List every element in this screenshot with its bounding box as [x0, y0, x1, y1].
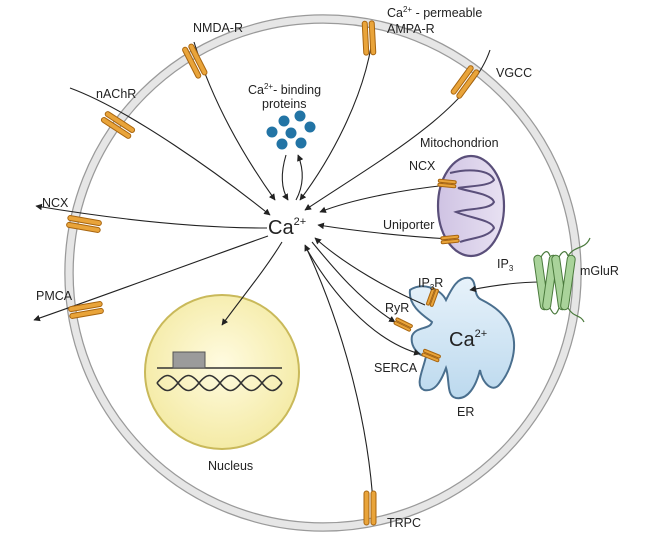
er-calcium-label: Ca2+: [449, 328, 487, 351]
er-label: ER: [457, 405, 474, 419]
arrow-mito-uniporter: [317, 222, 451, 240]
arrow-mito-ncx: [319, 184, 449, 213]
mito-ncx-label: NCX: [409, 159, 436, 173]
nmda-label: NMDA-R: [193, 21, 243, 35]
flux-arrows: [33, 21, 543, 521]
pmca-channel: [68, 301, 104, 319]
protein-dot: [266, 126, 278, 138]
uniporter-channel: [440, 234, 460, 245]
mitochondrion-label: Mitochondrion: [420, 136, 499, 150]
uniporter-label: Uniporter: [383, 218, 434, 232]
gene-promoter-box: [172, 351, 206, 369]
mito-ncx-channel: [437, 178, 457, 189]
ryr-label: RyR: [385, 301, 409, 315]
arrow-pmca-out: [33, 235, 269, 322]
dna-helix-b: [156, 374, 283, 392]
arrow-ampa-in: [299, 21, 375, 201]
mglur-label: mGluR: [580, 264, 619, 278]
nachr-channel: [100, 111, 136, 139]
arrow-nmda-in: [193, 41, 276, 201]
serca-channel: [421, 348, 441, 363]
arrow-trpc-in: [304, 244, 375, 521]
arrow-ip3r-release: [314, 237, 426, 306]
membrane-channels: [66, 20, 480, 526]
ampa-label-line1: Ca2+ - permeable: [387, 5, 482, 20]
ryr-channel: [393, 317, 413, 332]
ampa-label-line2: AMPA-R: [387, 22, 435, 36]
ampa-channel: [361, 20, 377, 56]
arrow-binding-out: [295, 154, 304, 201]
trpc-label: TRPC: [387, 516, 421, 530]
binding-proteins: [266, 110, 316, 150]
arrow-to-nucleus: [221, 241, 283, 326]
ncx-label: NCX: [42, 196, 69, 210]
protein-dot: [294, 110, 306, 122]
protein-dot: [276, 138, 288, 150]
arrow-binding-in: [281, 154, 289, 201]
nucleus: Nucleus: [144, 294, 300, 473]
protein-dot: [278, 115, 290, 127]
pmca-label: PMCA: [36, 289, 73, 303]
protein-dot: [304, 121, 316, 133]
arrow-serca: [304, 245, 421, 356]
vgcc-channel: [450, 65, 480, 99]
arrow-ip3: [469, 281, 543, 293]
nucleus-label: Nucleus: [208, 459, 253, 473]
nmda-channel: [182, 43, 208, 79]
cytosolic-calcium-label: Ca2+: [268, 216, 306, 239]
vgcc-label: VGCC: [496, 66, 532, 80]
ncx-channel: [66, 215, 102, 233]
protein-dot: [295, 137, 307, 149]
binding-label-line1: Ca2+- binding: [248, 82, 321, 97]
protein-dot: [285, 127, 297, 139]
arrow-ncx-out: [35, 203, 268, 229]
arrow-nachr-in: [69, 87, 271, 216]
arrow-ryr: [311, 241, 396, 323]
nachr-label: nAChR: [96, 87, 136, 101]
binding-label-line2: proteins: [262, 97, 306, 111]
mglur-receptor: [533, 237, 591, 323]
ip3r-channel: [426, 287, 439, 307]
cell-membrane: [64, 14, 582, 532]
endoplasmic-reticulum: Ca2+ ER: [408, 276, 516, 419]
serca-label: SERCA: [374, 361, 418, 375]
ip3-label: IP3: [497, 257, 514, 273]
trpc-channel: [363, 490, 377, 526]
ip3r-label: IP3R: [418, 276, 443, 292]
